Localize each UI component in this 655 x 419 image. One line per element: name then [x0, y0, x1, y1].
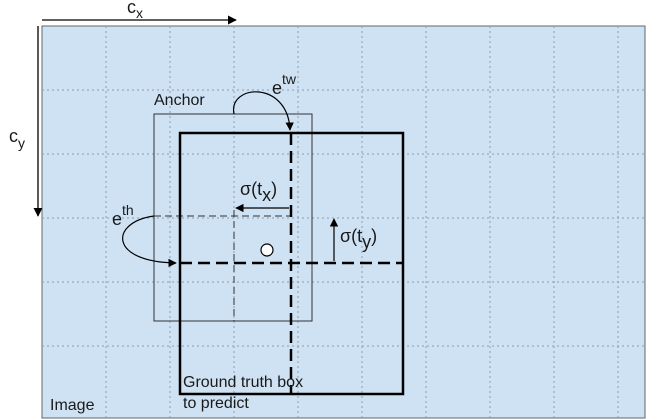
sigma-tx-label: σ(tx) [240, 179, 277, 205]
etw-arrow [233, 91, 294, 131]
sigma-ty-label: σ(ty) [340, 226, 377, 252]
cx-label: cx [127, 0, 143, 21]
grid-lines [42, 26, 645, 418]
etw-label: etw [272, 71, 297, 98]
anchor-box [153, 113, 313, 322]
eth-arrow [122, 215, 177, 268]
anchor-label: Anchor [154, 92, 205, 109]
eth-label: eth [112, 202, 134, 229]
image-area [41, 25, 646, 419]
ground-truth-label-line1: Ground truth box [183, 374, 303, 391]
image-label: Image [50, 397, 95, 414]
cy-label: cy [9, 126, 25, 151]
center-point [260, 243, 274, 257]
ground-truth-label-line2: to predict [183, 395, 249, 412]
